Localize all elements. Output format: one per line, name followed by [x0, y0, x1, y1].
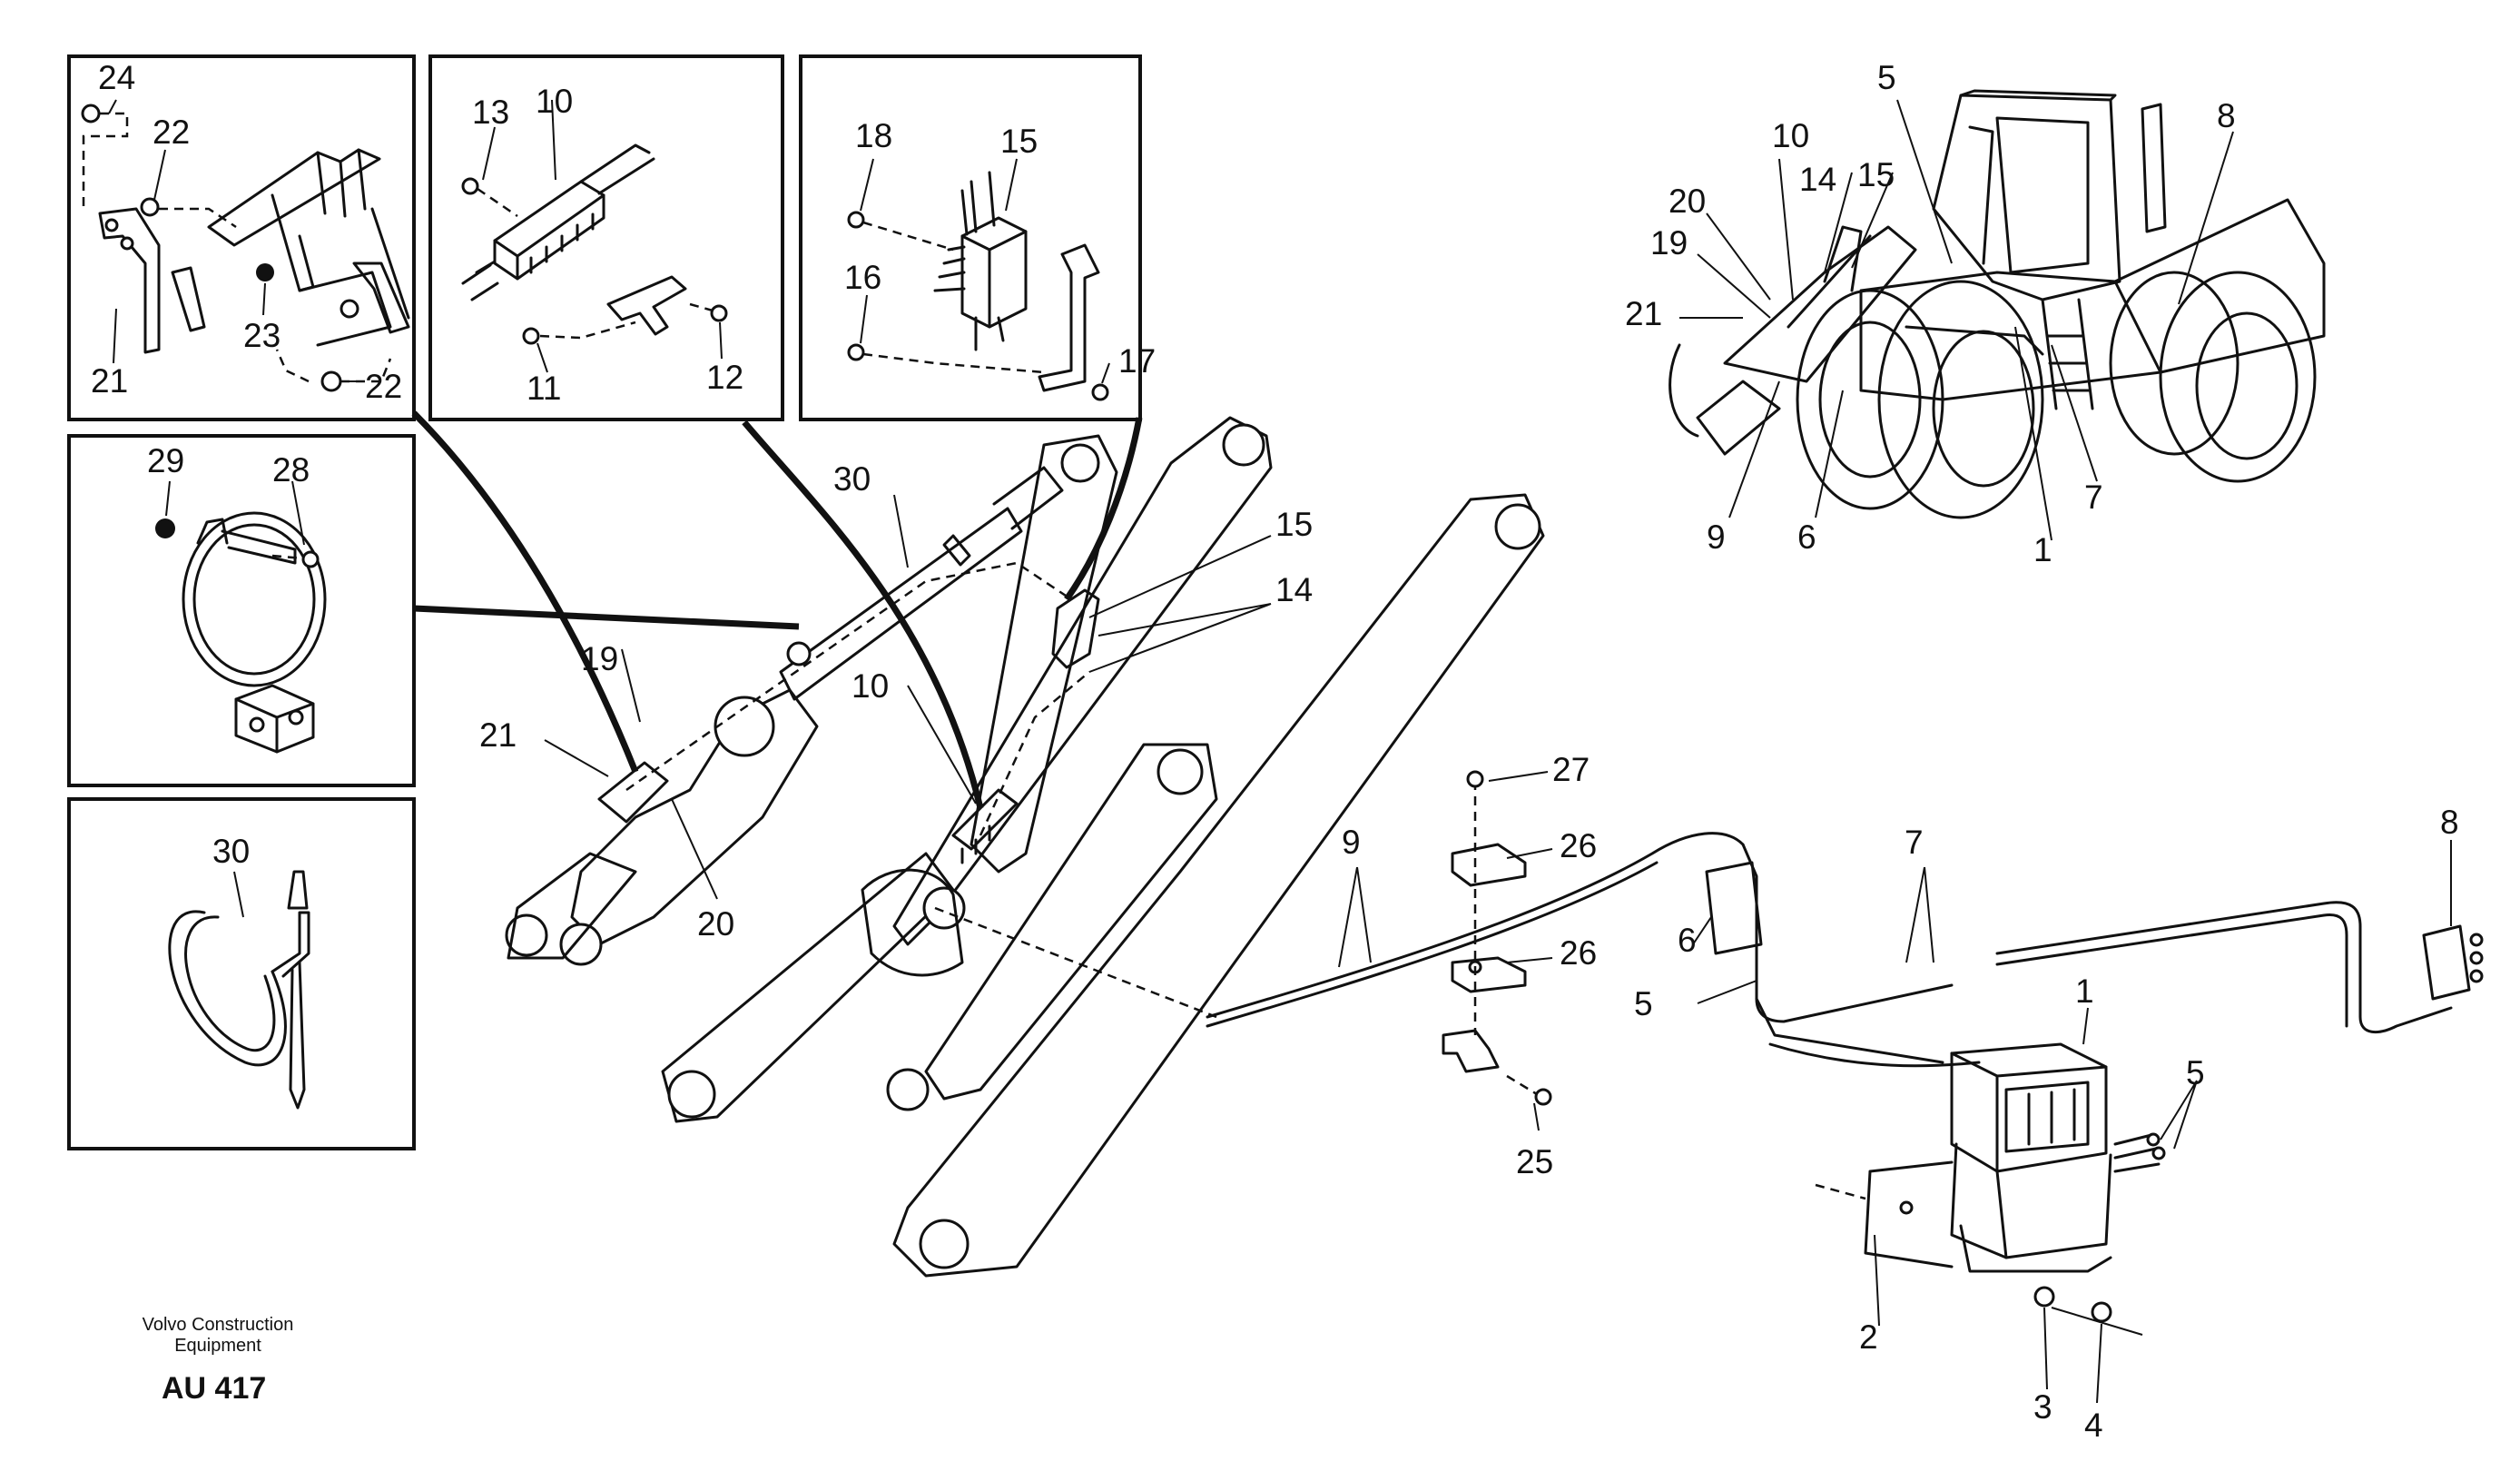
- company-name-line1: Volvo Construction: [143, 1315, 294, 1335]
- callout-10c: 10: [1772, 117, 1809, 154]
- callout-4: 4: [2084, 1407, 2103, 1444]
- callout-labels: 24 22 23 22 21 13 10 11 12 18 15 16 17 2…: [91, 59, 2459, 1444]
- callout-25: 25: [1516, 1143, 1553, 1180]
- callout-9b: 9: [1707, 518, 1726, 556]
- callout-2: 2: [1859, 1318, 1878, 1356]
- detail-box-bracket: [67, 54, 416, 421]
- callout-11: 11: [527, 370, 561, 407]
- callout-26a: 26: [1560, 827, 1597, 864]
- detail-box-valve: [799, 54, 1142, 421]
- callout-10a: 10: [536, 83, 573, 120]
- callout-27: 27: [1552, 751, 1590, 788]
- callout-5c: 5: [1877, 59, 1896, 96]
- callout-7b: 7: [2084, 479, 2103, 516]
- callout-21a: 21: [91, 362, 128, 400]
- callout-15b: 15: [1275, 506, 1313, 543]
- callout-8b: 8: [2217, 97, 2236, 134]
- callout-5a: 5: [1634, 985, 1653, 1022]
- callout-21b: 21: [479, 716, 517, 754]
- callout-23: 23: [243, 317, 281, 354]
- callout-1a: 1: [2075, 972, 2094, 1010]
- callout-28: 28: [272, 451, 310, 489]
- callout-9a: 9: [1342, 824, 1361, 861]
- callout-13: 13: [472, 94, 509, 131]
- callout-22a: 22: [153, 114, 190, 151]
- callout-15a: 15: [1000, 123, 1038, 160]
- detail-box-cable-tie: [67, 797, 416, 1150]
- detail-box-clamp: [67, 434, 416, 787]
- callout-30b: 30: [833, 460, 871, 498]
- callout-5b: 5: [2186, 1054, 2205, 1091]
- leader-lines: [544, 99, 2452, 1404]
- callout-7a: 7: [1905, 824, 1924, 861]
- company-name-line2: Equipment: [174, 1336, 261, 1356]
- control-unit: [1815, 1042, 2166, 1336]
- callout-16: 16: [844, 259, 881, 296]
- callout-3: 3: [2033, 1388, 2052, 1426]
- drawing-code: AU 417: [162, 1371, 266, 1406]
- callout-17: 17: [1118, 342, 1156, 380]
- callout-26b: 26: [1560, 934, 1597, 972]
- callout-22b: 22: [365, 368, 402, 405]
- callout-14b: 14: [1799, 161, 1836, 198]
- callout-6b: 6: [1797, 518, 1816, 556]
- loader-arm-assembly: [505, 416, 1545, 1278]
- callout-1b: 1: [2033, 531, 2052, 568]
- callout-24: 24: [98, 59, 135, 96]
- callout-14a: 14: [1275, 571, 1313, 608]
- detail-box-valve-block: [428, 54, 784, 421]
- footer-block: Volvo Construction Equipment AU 417: [143, 1315, 294, 1406]
- callout-8a: 8: [2440, 804, 2459, 841]
- callout-21c: 21: [1625, 295, 1662, 332]
- callout-20b: 20: [1669, 183, 1706, 220]
- callout-12: 12: [706, 359, 743, 396]
- callout-6a: 6: [1678, 922, 1697, 959]
- callout-19a: 19: [581, 640, 618, 677]
- callout-20a: 20: [697, 905, 734, 943]
- cable-harness: [1206, 770, 2484, 1106]
- callout-19b: 19: [1650, 224, 1688, 262]
- callout-18: 18: [855, 117, 892, 154]
- callout-29: 29: [147, 442, 184, 479]
- detail-connector-lines: [411, 410, 1143, 809]
- callout-30a: 30: [212, 833, 250, 870]
- loader-overview: [1669, 89, 2326, 519]
- callout-15c: 15: [1857, 156, 1895, 193]
- callout-10b: 10: [851, 667, 889, 705]
